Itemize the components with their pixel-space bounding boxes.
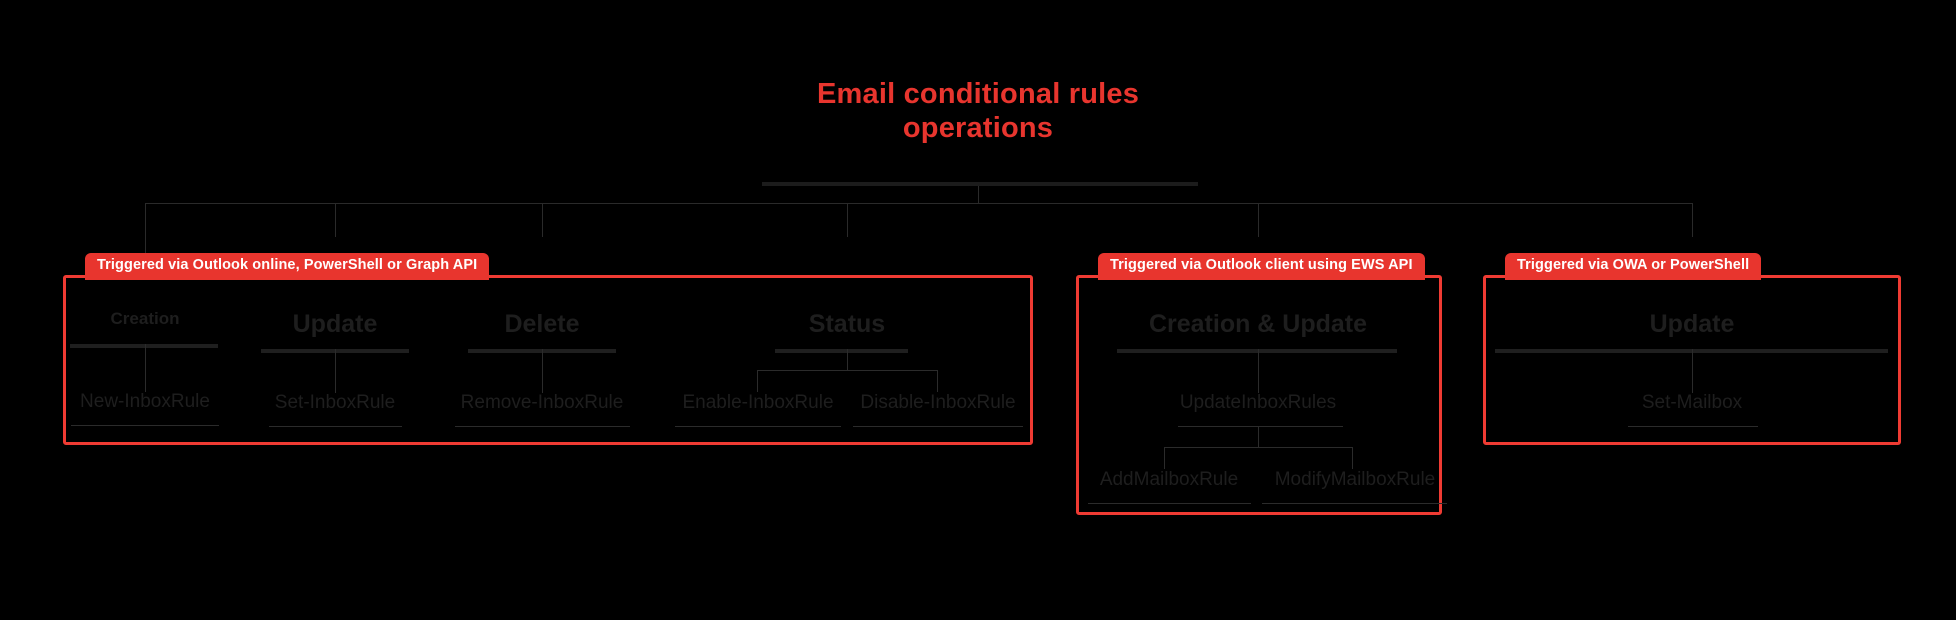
leaf-bar-new-inboxrule (71, 425, 219, 426)
node-leaf-set-inboxrule: Set-InboxRule (274, 392, 396, 413)
connector-status-stem (847, 349, 848, 370)
root-bus-line (145, 203, 1692, 204)
leaf-bar-enable-inboxrule (675, 426, 841, 427)
diagram-title: Email conditional rules operations (0, 78, 1956, 146)
node-leaf-addmailboxrule: AddMailboxRule (1099, 469, 1239, 490)
connector-updateinboxrules-to-modifymailboxrule (1352, 447, 1353, 469)
leaf-bar-remove-inboxrule (455, 426, 630, 427)
group-badge-owa: Triggered via OWA or PowerShell (1505, 253, 1762, 280)
connector-delete-to-remove-inboxrule (542, 349, 543, 393)
connector-status-to-enable (757, 370, 758, 392)
connector-creation-to-new-inboxrule (145, 344, 146, 392)
title-underline-bar (762, 182, 1198, 186)
connector-updateinboxrules-bracket (1164, 447, 1352, 448)
head-bar-status (775, 349, 908, 353)
head-bar-creation (70, 344, 218, 348)
node-head-status: Status (808, 310, 886, 338)
node-leaf-new-inboxrule: New-InboxRule (80, 391, 210, 412)
connector-status-bracket (757, 370, 937, 371)
bus-drop-status (847, 203, 848, 237)
connector-updateinboxrules-stem (1258, 426, 1259, 447)
leaf-bar-set-mailbox (1628, 426, 1758, 427)
bus-drop-owa (1692, 203, 1693, 237)
group-badge-outlook-online: Triggered via Outlook online, PowerShell… (85, 253, 490, 280)
node-head-delete: Delete (504, 310, 580, 338)
node-leaf-enable-inboxrule: Enable-InboxRule (682, 392, 834, 413)
leaf-bar-addmailboxrule (1088, 503, 1251, 504)
diagram-title-line-2: operations (902, 111, 1054, 144)
bus-drop-ews (1258, 203, 1259, 237)
connector-updateinboxrules-to-addmailboxrule (1164, 447, 1165, 469)
node-head-creation: Creation (110, 309, 180, 328)
node-leaf-modifymailboxrule: ModifyMailboxRule (1274, 469, 1436, 490)
bus-drop-delete (542, 203, 543, 237)
connector-status-to-disable (937, 370, 938, 392)
leaf-bar-set-inboxrule (269, 426, 402, 427)
leaf-bar-modifymailboxrule (1262, 503, 1447, 504)
connector-update-owa-to-set-mailbox (1692, 349, 1693, 393)
leaf-bar-disable-inboxrule (853, 426, 1023, 427)
node-leaf-remove-inboxrule: Remove-InboxRule (460, 392, 624, 413)
title-trunk-connector (978, 186, 979, 204)
node-head-update-online: Update (292, 310, 378, 338)
bus-drop-update (335, 203, 336, 237)
diagram-title-line-1: Email conditional rules (816, 78, 1140, 110)
connector-update-to-set-inboxrule (335, 349, 336, 393)
node-head-update-owa: Update (1649, 310, 1735, 338)
bus-drop-creation (145, 203, 146, 276)
node-leaf-disable-inboxrule: Disable-InboxRule (860, 392, 1016, 413)
node-mid-updateinboxrules: UpdateInboxRules (1179, 392, 1337, 413)
group-box-outlook-online (63, 275, 1033, 445)
head-bar-creation-and-update (1117, 349, 1397, 353)
head-bar-update-owa (1495, 349, 1888, 353)
connector-creation-update-to-updateinboxrules (1258, 349, 1259, 393)
group-badge-ews: Triggered via Outlook client using EWS A… (1098, 253, 1425, 280)
node-leaf-set-mailbox: Set-Mailbox (1641, 392, 1743, 413)
leaf-bar-updateinboxrules (1178, 426, 1343, 427)
node-head-creation-and-update: Creation & Update (1148, 310, 1368, 338)
